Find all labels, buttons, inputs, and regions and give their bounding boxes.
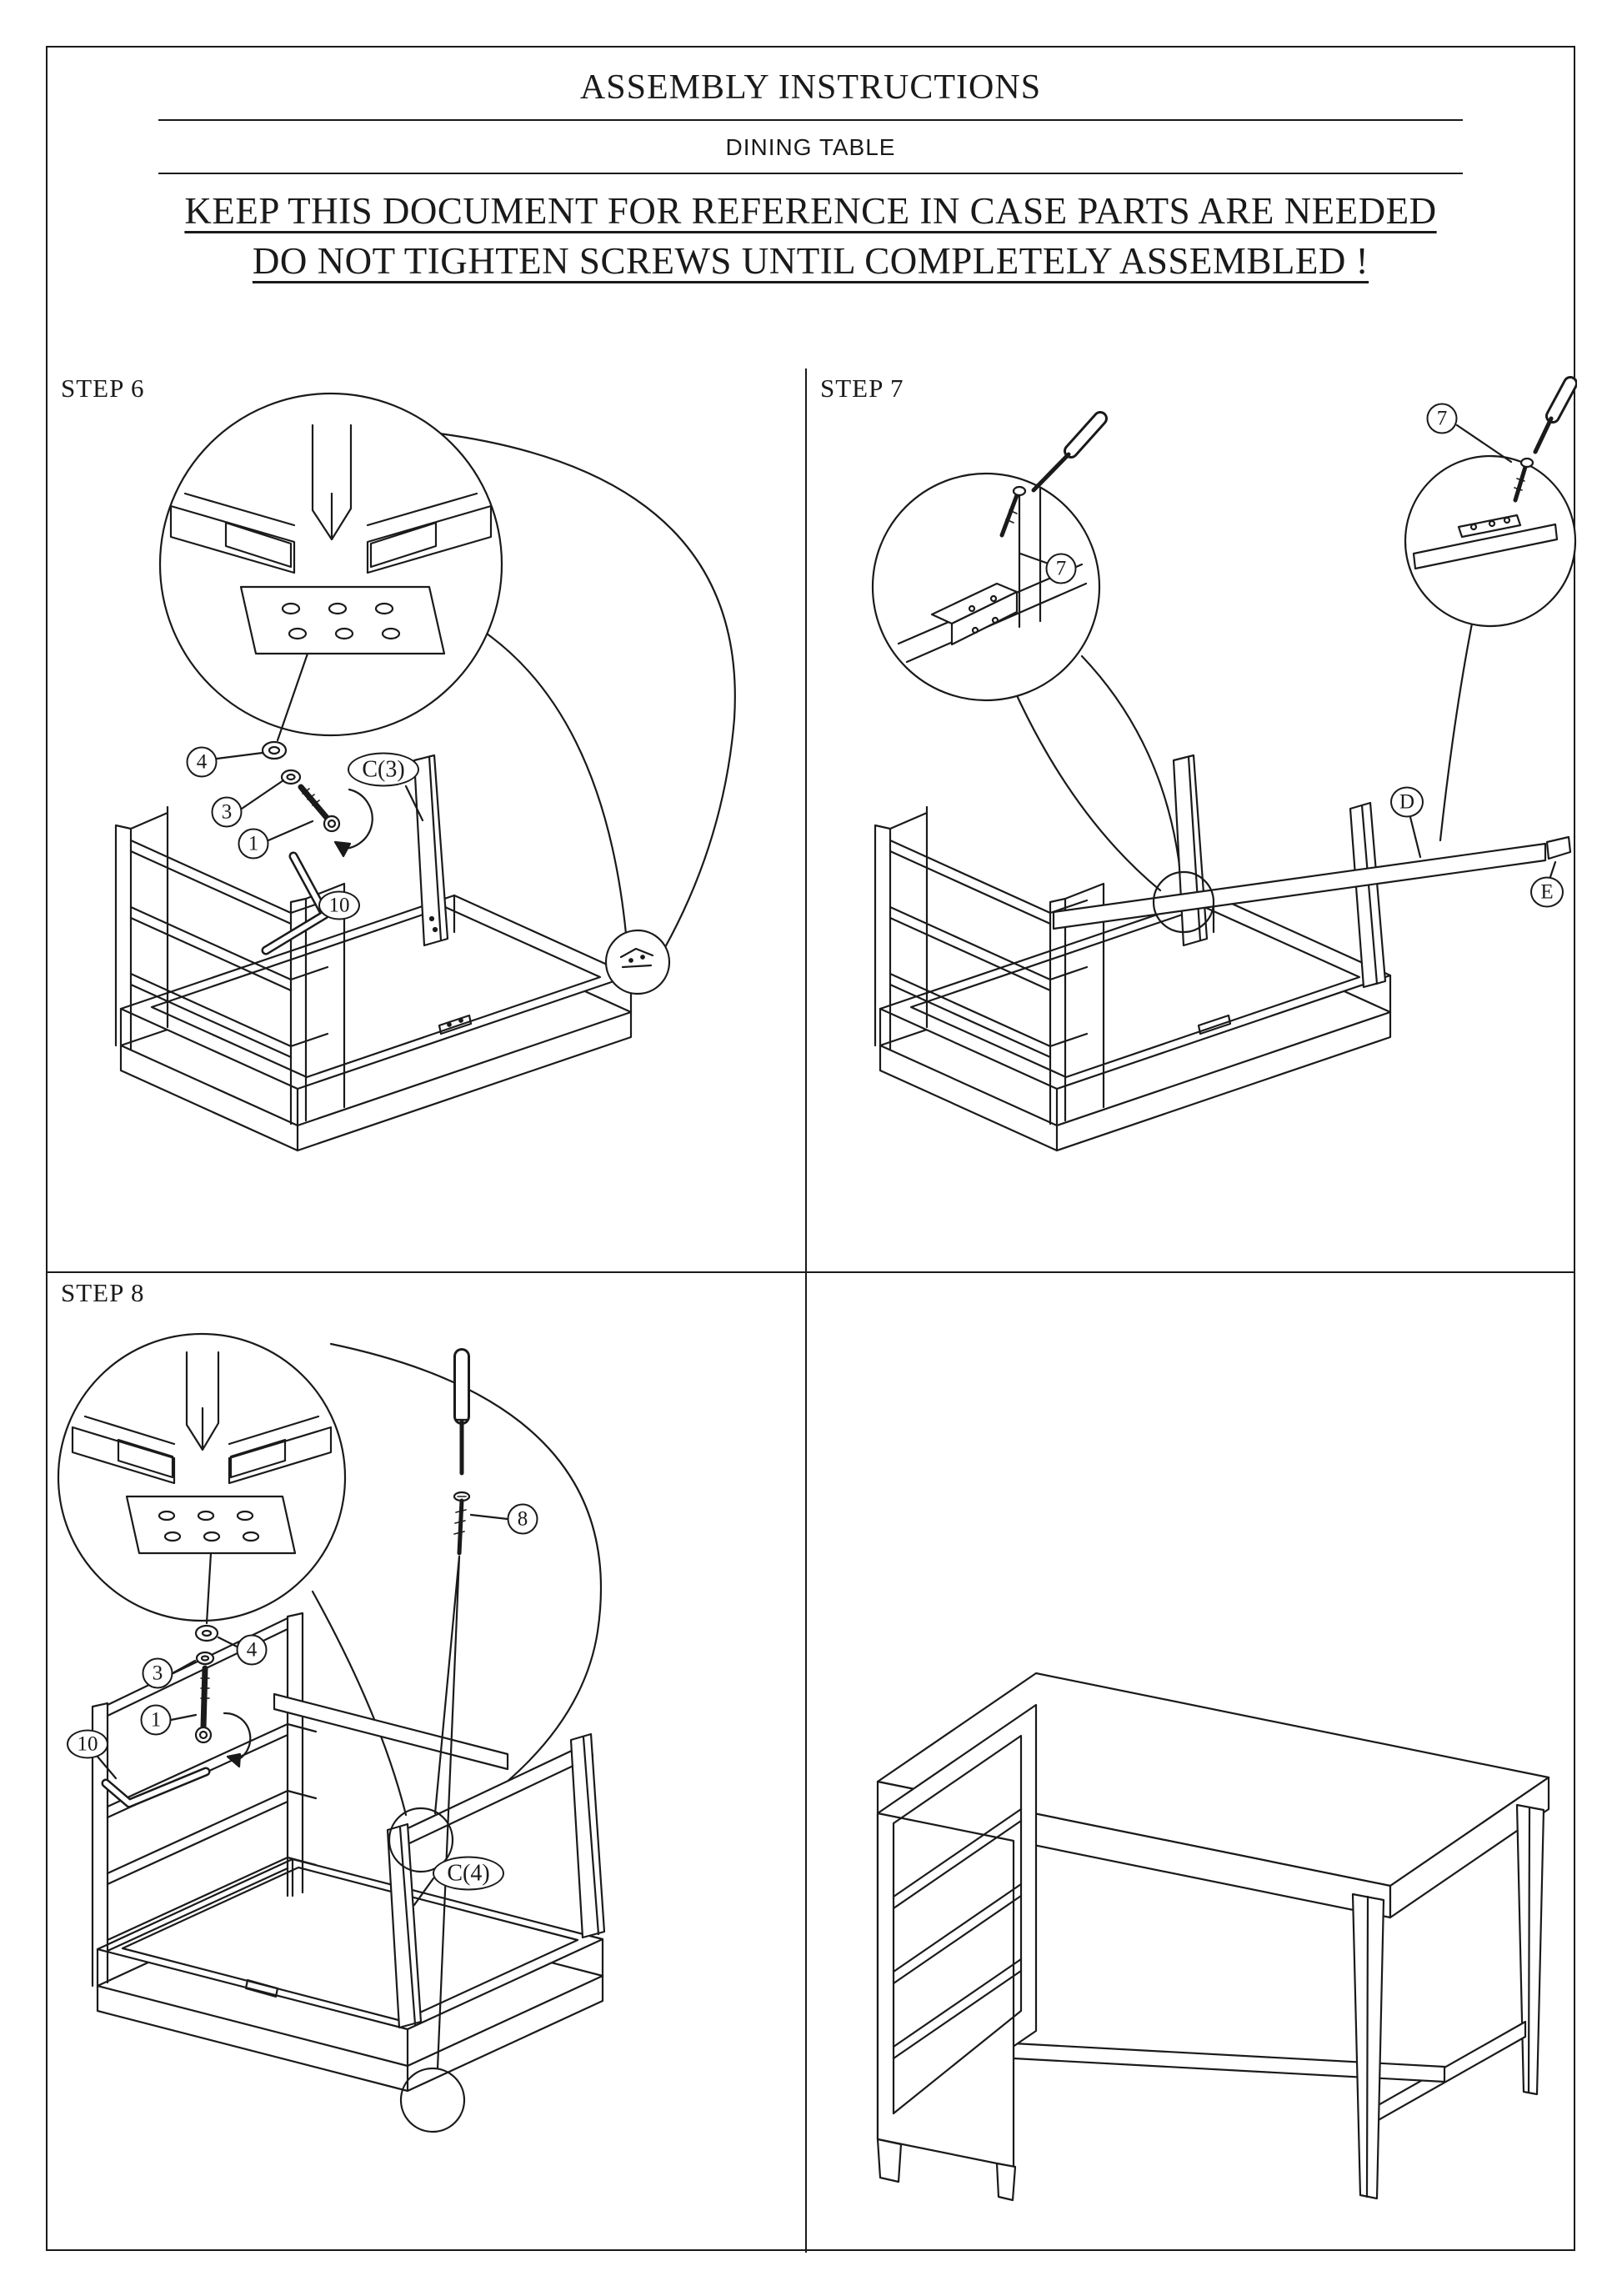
callout-screw-7b: 7 (1426, 403, 1458, 434)
sheet-border: ASSEMBLY INSTRUCTIONS DINING TABLE KEEP … (46, 46, 1577, 2253)
stretcher-d (273, 1692, 509, 1771)
header-divider-2 (158, 173, 1463, 174)
junction-highlight-circle (388, 1807, 454, 1873)
step6-diagram (114, 392, 736, 1152)
stretcher-d (1052, 842, 1547, 930)
document-title: ASSEMBLY INSTRUCTIONS (579, 68, 1042, 107)
screw-target-lines (433, 1555, 461, 2070)
step7-diagram (871, 376, 1577, 1152)
magnifier-sweep-curves (438, 432, 736, 950)
bolt-icon (298, 784, 341, 833)
magnifier-detail-bracket (871, 472, 1101, 702)
magnifier-sweep-curves (1014, 622, 1474, 892)
callout-washer-4: 4 (236, 1634, 268, 1666)
assembled-table (876, 1672, 1550, 2202)
leg-c4 (386, 1822, 423, 2029)
callout-bolt-1: 1 (140, 1704, 172, 1736)
header: ASSEMBLY INSTRUCTIONS DINING TABLE KEEP … (48, 48, 1574, 283)
bolt-icon (194, 1665, 213, 1744)
shelf-unit (114, 805, 346, 1125)
step6-label: STEP 6 (61, 373, 145, 403)
leader-lines (215, 751, 424, 842)
leg-front-right (1351, 1892, 1385, 2200)
leg-c3 (413, 754, 449, 947)
rotate-arrow-icon (223, 1712, 252, 1768)
warning-line-1: KEEP THIS DOCUMENT FOR REFERENCE IN CASE… (184, 190, 1437, 232)
part-label-c4: C(4) (433, 1856, 504, 1891)
steps-grid: STEP 6 4 3 1 10 C(3) (48, 368, 1577, 2253)
junction-highlight-circle (1152, 870, 1215, 934)
callout-washer-3: 3 (211, 796, 243, 828)
corner-highlight-circle (399, 2067, 466, 2133)
callout-washer-4: 4 (186, 746, 218, 778)
callout-washer-3: 3 (142, 1657, 173, 1689)
corner-highlight-circle (604, 929, 671, 995)
washer-spring (280, 769, 302, 785)
callout-screw-7a: 7 (1045, 553, 1077, 584)
allen-key-icon (101, 1767, 211, 1808)
step8-panel: STEP 8 4 3 1 10 8 C(4) (48, 1273, 805, 2253)
assembled-table-diagram (876, 1672, 1550, 2202)
magnifier-detail-plate (1404, 454, 1577, 628)
callout-allen-key-10: 10 (318, 890, 360, 920)
leg-back-right (1515, 1803, 1545, 2096)
end-cap-e (1545, 835, 1572, 860)
corner-plate (125, 1495, 297, 1555)
washer-spring (195, 1651, 215, 1666)
rotate-arrow-icon (333, 788, 373, 858)
step6-panel: STEP 6 4 3 1 10 C(3) (48, 368, 805, 1271)
document-subtitle: DINING TABLE (725, 134, 896, 160)
step8-diagram (57, 1332, 606, 2133)
magnifier-detail-circle (158, 392, 503, 742)
washer-large (261, 740, 288, 760)
leg-right (1349, 801, 1387, 989)
screwdriver-icon-1 (1031, 411, 1108, 493)
table-upside-down (874, 754, 1572, 1152)
leader-lines (96, 1513, 509, 1907)
corner-plate (239, 585, 446, 655)
callout-allen-key-10: 10 (67, 1729, 108, 1759)
callout-screw-8: 8 (507, 1503, 538, 1535)
step7-label: STEP 7 (820, 373, 904, 403)
leader-lines (1019, 424, 1557, 879)
shelf-unit (876, 1703, 1038, 2202)
step7-panel: STEP 7 7 7 D E (807, 368, 1577, 1271)
screwdriver-icon (453, 1348, 470, 1476)
header-divider-1 (158, 119, 1463, 121)
screw-8-icon (453, 1491, 471, 1556)
part-label-c3: C(3) (348, 752, 419, 787)
washer-large (194, 1624, 219, 1642)
part-label-d: D (1390, 786, 1424, 818)
assembled-table-panel (807, 1273, 1577, 2253)
callout-bolt-1: 1 (238, 828, 269, 860)
screw-7b-icon (1513, 457, 1534, 503)
step8-label: STEP 8 (61, 1278, 145, 1307)
allen-key-icon (261, 851, 330, 955)
grid-vertical-divider (805, 368, 807, 2253)
screwdriver-icon-2 (1533, 376, 1577, 454)
warning-line-2: DO NOT TIGHTEN SCREWS UNTIL COMPLETELY A… (252, 240, 1369, 282)
part-label-e: E (1530, 876, 1564, 908)
table-upside-down (91, 1612, 606, 2133)
magnifier-detail-circle (57, 1332, 347, 1625)
leg-back-right (569, 1732, 606, 1939)
grid-horizontal-divider (48, 1271, 1574, 1273)
table-upside-down (114, 754, 633, 1152)
screw-7a-icon (999, 485, 1027, 538)
